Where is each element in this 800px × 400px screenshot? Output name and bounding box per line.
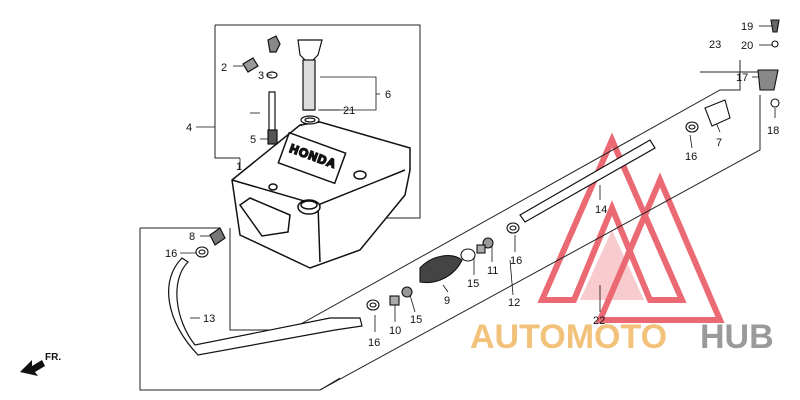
tank-parts-box xyxy=(214,24,421,219)
callout-1: 1 xyxy=(236,161,242,173)
callout-15b: 15 xyxy=(410,314,422,326)
callout-23: 23 xyxy=(709,39,721,51)
fuel-line-fittings xyxy=(195,19,780,311)
callout-19: 19 xyxy=(741,21,753,33)
fuel-gauge-assembly xyxy=(242,35,323,145)
direction-label: FR. xyxy=(45,352,61,363)
hoses xyxy=(168,139,656,356)
callout-22: 22 xyxy=(593,315,605,327)
front-direction-arrow-icon: FR. xyxy=(20,352,61,376)
callout-16d: 16 xyxy=(368,337,380,349)
callout-12: 12 xyxy=(508,297,520,309)
callout-9: 9 xyxy=(444,295,450,307)
callouts: 19 20 23 17 18 7 16 14 2 3 4 5 1 6 21 8 … xyxy=(165,21,779,349)
callout-4: 4 xyxy=(186,122,192,134)
watermark-part1: AUTOMOTO xyxy=(470,318,667,356)
callout-13: 13 xyxy=(203,313,215,325)
callout-6: 6 xyxy=(385,89,391,101)
callout-20: 20 xyxy=(741,40,753,52)
callout-16a: 16 xyxy=(685,151,697,163)
callout-11: 11 xyxy=(487,265,498,277)
callout-7: 7 xyxy=(716,137,722,149)
watermark-text: AUTOMOTO HUB xyxy=(470,318,774,356)
callout-21: 21 xyxy=(343,105,355,117)
callout-3: 3 xyxy=(258,70,264,82)
callout-14: 14 xyxy=(595,204,607,216)
callout-15a: 15 xyxy=(467,278,479,290)
callout-10: 10 xyxy=(389,325,401,337)
fuel-tank: HONDA xyxy=(231,121,411,269)
callout-8: 8 xyxy=(189,231,195,243)
callout-16b: 16 xyxy=(165,248,177,260)
watermark-logo-icon xyxy=(537,132,725,323)
leader-lines xyxy=(180,25,776,332)
callout-2: 2 xyxy=(221,62,227,74)
callout-16c: 16 xyxy=(510,255,522,267)
callout-5: 5 xyxy=(250,134,256,146)
callout-18: 18 xyxy=(767,125,779,137)
watermark-part2: HUB xyxy=(700,318,774,356)
routing-frame xyxy=(139,60,761,391)
callout-17: 17 xyxy=(736,72,748,84)
